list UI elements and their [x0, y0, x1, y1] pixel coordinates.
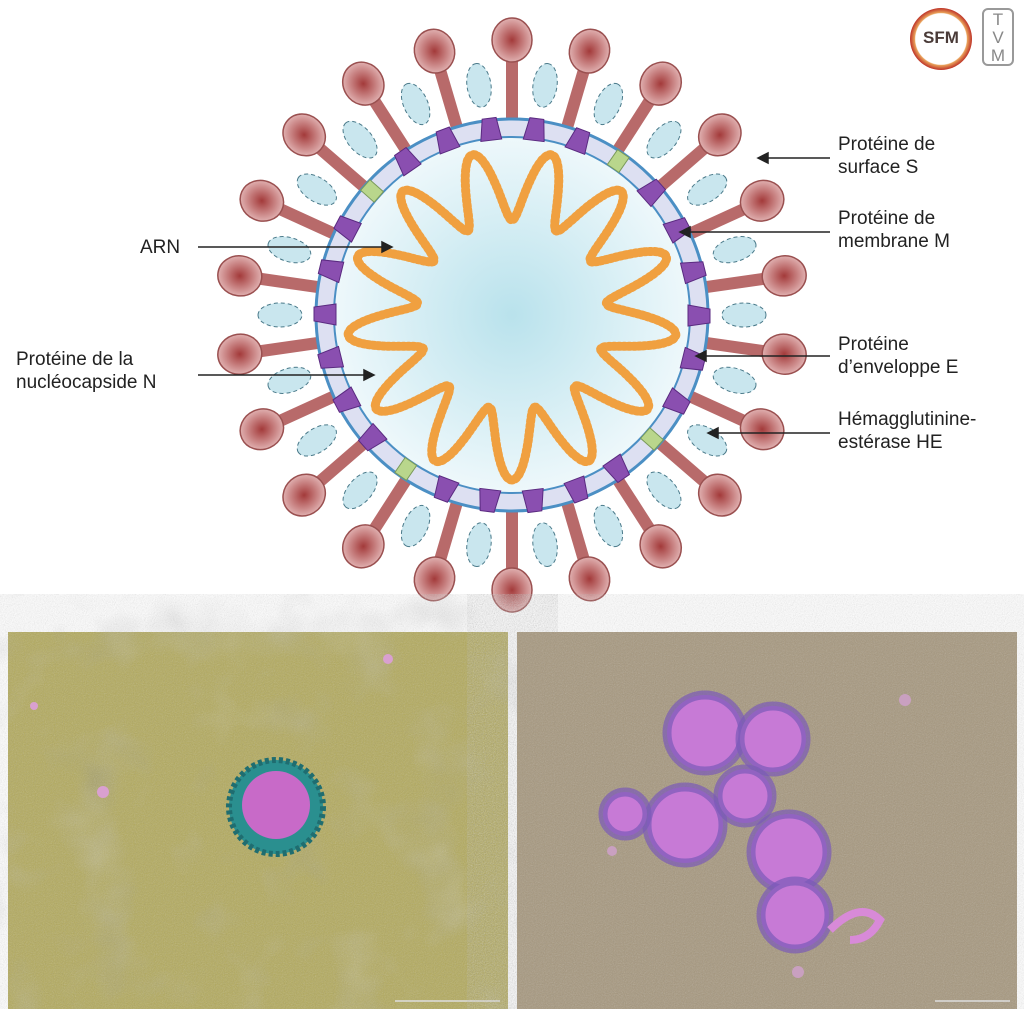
he-protein	[400, 82, 431, 126]
spike-protein	[491, 17, 533, 125]
membrane-protein	[636, 178, 667, 208]
membrane-protein	[435, 126, 461, 155]
membrane-protein	[521, 487, 544, 514]
label-rna: ARN	[140, 237, 181, 258]
he-protein	[532, 522, 558, 567]
spike-protein	[559, 28, 611, 135]
spike-protein-group	[217, 17, 807, 613]
spike-protein	[559, 495, 611, 602]
membrane-protein	[602, 453, 631, 484]
he-protein	[342, 120, 378, 159]
spike-protein	[491, 505, 533, 613]
he-protein	[257, 302, 303, 328]
membrane-protein	[332, 386, 362, 413]
spike-protein	[651, 113, 742, 196]
envelope-protein	[359, 179, 385, 203]
membrane-protein	[564, 127, 591, 156]
label-envelope-protein: Protéine d’enveloppe E	[838, 334, 959, 378]
spike-protein	[217, 255, 325, 297]
spike-protein	[282, 113, 373, 196]
he-protein	[267, 236, 312, 264]
spike-protein	[609, 471, 683, 569]
he-protein	[342, 471, 378, 510]
envelope-protein	[606, 149, 630, 174]
envelope-protein	[639, 427, 665, 451]
label-spike-protein: Protéine de surface S	[838, 134, 936, 178]
spike-protein	[341, 61, 415, 159]
envelope-protein	[394, 456, 418, 481]
spike-protein	[239, 388, 342, 451]
rna-strand	[343, 150, 681, 485]
hemagglutinin-esterase-group	[257, 63, 767, 567]
he-protein	[400, 504, 431, 548]
he-protein	[593, 504, 624, 548]
spike-protein	[682, 388, 785, 451]
label-nucleocapsid: Protéine de la nucléocapside N	[16, 349, 157, 393]
he-protein	[646, 120, 682, 159]
membrane-protein	[687, 304, 711, 327]
he-protein	[646, 471, 682, 510]
he-protein	[296, 173, 337, 206]
spike-protein	[609, 61, 683, 159]
micrograph-left	[8, 632, 508, 1009]
spike-protein	[699, 333, 807, 375]
membrane-protein	[357, 422, 388, 452]
membrane-protein	[313, 303, 337, 326]
he-protein	[721, 302, 767, 328]
he-protein	[687, 424, 728, 457]
membrane-protein	[393, 146, 422, 177]
he-protein	[466, 63, 492, 108]
membrane-protein-group	[313, 116, 711, 514]
membrane-protein	[333, 215, 362, 243]
he-protein	[267, 366, 312, 394]
tvm-logo: T V M	[982, 8, 1014, 66]
he-protein	[296, 424, 337, 457]
spike-protein	[341, 471, 415, 569]
virion-cluster	[598, 690, 834, 954]
membrane-protein	[679, 261, 707, 285]
micrograph-right	[517, 632, 1017, 1009]
spike-protein	[239, 179, 342, 242]
spike-protein	[217, 333, 325, 375]
spike-protein	[699, 255, 807, 297]
membrane-protein	[662, 387, 691, 415]
he-protein	[532, 63, 558, 108]
he-protein	[712, 236, 757, 264]
membrane-protein	[480, 116, 503, 143]
spike-protein	[413, 495, 465, 602]
pointer-arrows	[198, 151, 830, 440]
membrane-protein	[317, 259, 345, 284]
membrane-protein	[679, 346, 707, 371]
sfm-logo: SFM	[910, 8, 972, 70]
membrane-protein	[479, 487, 502, 513]
he-protein	[593, 82, 624, 126]
label-hemagglutinin-esterase: Hémagglutinine- estérase HE	[838, 409, 977, 453]
he-protein	[712, 366, 757, 394]
label-membrane-protein: Protéine de membrane M	[838, 208, 950, 252]
membrane-protein	[317, 345, 345, 369]
he-protein	[466, 522, 492, 567]
spike-protein	[651, 434, 742, 517]
membrane-protein	[563, 475, 589, 504]
membrane-protein	[522, 117, 545, 143]
he-protein	[687, 173, 728, 206]
spike-protein	[282, 434, 373, 517]
membrane-protein	[433, 474, 460, 503]
membrane-protein	[662, 217, 692, 244]
spike-protein	[413, 28, 465, 135]
